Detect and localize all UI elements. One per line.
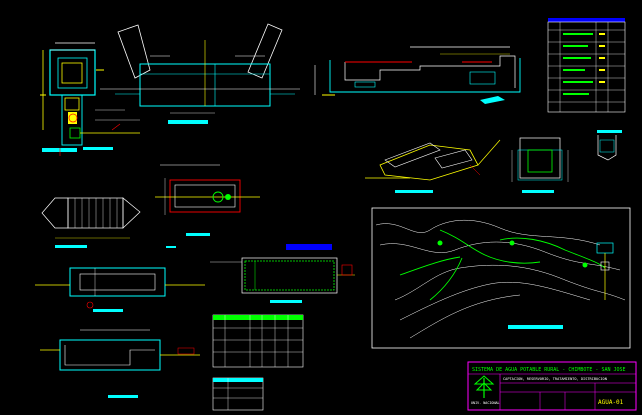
section-label-bar bbox=[286, 244, 332, 250]
location-plan bbox=[371, 207, 631, 349]
materials-table bbox=[212, 314, 304, 411]
logo-caption: UNIV. NACIONAL bbox=[471, 401, 500, 405]
isometric-chamber-detail bbox=[365, 130, 622, 193]
valve-box-detail bbox=[155, 164, 260, 236]
sheet-number: AGUA-01 bbox=[598, 399, 624, 406]
sheet-description: CAPTACION, RESERVORIO, TRATAMIENTO, DIST… bbox=[503, 377, 607, 381]
project-title: SISTEMA DE AGUA POTABLE RURAL - CHIMBOTE… bbox=[472, 367, 626, 373]
title-block: SISTEMA DE AGUA POTABLE RURAL - CHIMBOTE… bbox=[467, 361, 637, 411]
quantities-table bbox=[547, 18, 626, 113]
intake-plan-detail bbox=[40, 42, 140, 156]
reservoir-plan-detail bbox=[210, 257, 355, 303]
intake-section-detail bbox=[100, 23, 300, 131]
reservoir-section-detail bbox=[314, 46, 521, 104]
filter-detail bbox=[41, 197, 141, 248]
sedimentation-plan-detail bbox=[35, 267, 205, 312]
tree-icon bbox=[473, 375, 495, 398]
tank-section-detail bbox=[40, 329, 200, 398]
